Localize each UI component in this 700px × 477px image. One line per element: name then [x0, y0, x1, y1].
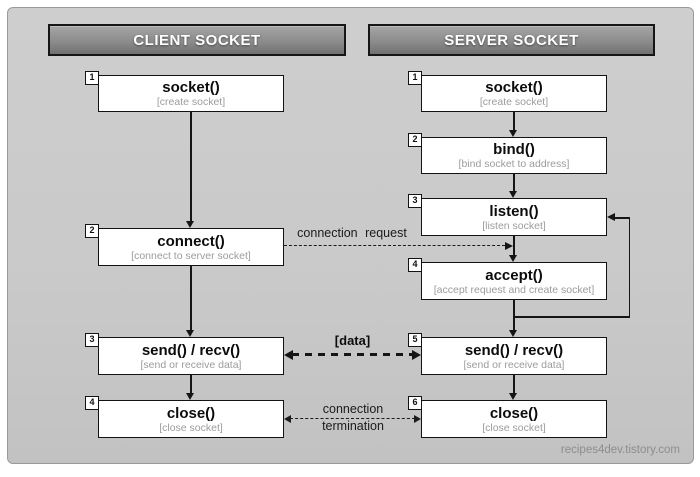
step-title: send() / recv(): [141, 341, 241, 359]
watermark: recipes4dev.tistory.com: [560, 444, 680, 456]
step-subtitle: [close socket]: [159, 421, 223, 434]
step-subtitle: [bind socket to address]: [458, 158, 570, 170]
step-title: close(): [489, 404, 539, 422]
step-title: accept(): [485, 266, 543, 284]
client-step-send-recv: 3 send() / recv() [send or receive data]: [85, 333, 284, 375]
server-socket-header: SERVER SOCKET: [368, 24, 655, 56]
connection-request-label: connection request: [297, 226, 407, 240]
arrowhead-down-icon: [509, 330, 517, 337]
arrowhead-left-icon: [284, 415, 291, 423]
step-title: listen(): [489, 202, 539, 220]
server-step-send-recv: 5 send() / recv() [send or receive data]: [408, 333, 607, 375]
server-step-accept: 4 accept() [accept request and create so…: [408, 258, 607, 300]
arrowhead-left-icon: [284, 349, 293, 360]
step-number-badge: 2: [408, 133, 422, 147]
server-step-listen: 3 listen() [listen socket]: [408, 194, 607, 236]
server-step-close: 6 close() [close socket]: [408, 396, 607, 438]
step-subtitle: [send or receive data]: [463, 358, 565, 371]
arrowhead-down-icon: [186, 393, 194, 400]
termination-line: [290, 418, 415, 419]
termination-label-line2: termination: [322, 419, 384, 433]
loop-line-bottom: [514, 316, 630, 318]
step-title: socket(): [485, 79, 543, 96]
flow-line: [190, 266, 192, 330]
arrowhead-down-icon: [509, 191, 517, 198]
step-subtitle: [create socket]: [479, 96, 549, 108]
arrowhead-down-icon: [186, 221, 194, 228]
flow-line: [513, 174, 515, 191]
flow-line: [513, 112, 515, 130]
arrowhead-right-icon: [412, 349, 421, 360]
step-number-badge: 3: [85, 333, 99, 347]
flow-line: [190, 112, 192, 221]
step-title: close(): [166, 404, 216, 422]
server-step-bind: 2 bind() [bind socket to address]: [408, 133, 607, 174]
step-number-badge: 3: [408, 194, 422, 208]
step-subtitle: [listen socket]: [482, 219, 546, 232]
flow-line: [190, 375, 192, 393]
step-subtitle: [connect to server socket]: [131, 249, 251, 262]
client-step-close: 4 close() [close socket]: [85, 396, 284, 438]
arrowhead-right-icon: [505, 241, 513, 250]
client-step-socket: 1 socket() [create socket]: [85, 71, 284, 112]
client-step-connect: 2 connect() [connect to server socket]: [85, 224, 284, 266]
step-number-badge: 4: [85, 396, 99, 410]
server-step-socket: 1 socket() [create socket]: [408, 71, 607, 112]
step-number-badge: 4: [408, 258, 422, 272]
loop-line-right: [628, 217, 630, 317]
step-number-badge: 1: [408, 71, 422, 85]
client-socket-header: CLIENT SOCKET: [48, 24, 346, 56]
connection-request-line: [284, 245, 505, 246]
step-number-badge: 2: [85, 224, 99, 238]
step-title: socket(): [162, 79, 220, 96]
step-title: send() / recv(): [464, 341, 564, 359]
arrowhead-down-icon: [509, 255, 517, 262]
flow-line: [513, 375, 515, 393]
client-socket-header-label: CLIENT SOCKET: [133, 31, 261, 49]
step-title: bind(): [493, 141, 535, 158]
arrowhead-down-icon: [509, 130, 517, 137]
step-subtitle: [create socket]: [156, 96, 226, 108]
arrowhead-left-icon: [607, 213, 615, 221]
step-subtitle: [send or receive data]: [140, 358, 242, 371]
step-number-badge: 6: [408, 396, 422, 410]
step-subtitle: [accept request and create socket]: [433, 283, 595, 296]
termination-label-line1: connection: [322, 402, 384, 416]
step-subtitle: [close socket]: [482, 421, 546, 434]
flow-line: [513, 236, 515, 255]
step-title: connect(): [157, 232, 225, 250]
arrowhead-down-icon: [186, 330, 194, 337]
data-line: [292, 353, 413, 356]
arrowhead-right-icon: [414, 415, 421, 423]
arrowhead-down-icon: [509, 393, 517, 400]
data-label: [data]: [334, 333, 371, 348]
loop-line-top: [615, 217, 630, 219]
step-number-badge: 1: [85, 71, 99, 85]
server-socket-header-label: SERVER SOCKET: [444, 31, 579, 49]
step-number-badge: 5: [408, 333, 422, 347]
flow-line: [513, 300, 515, 330]
